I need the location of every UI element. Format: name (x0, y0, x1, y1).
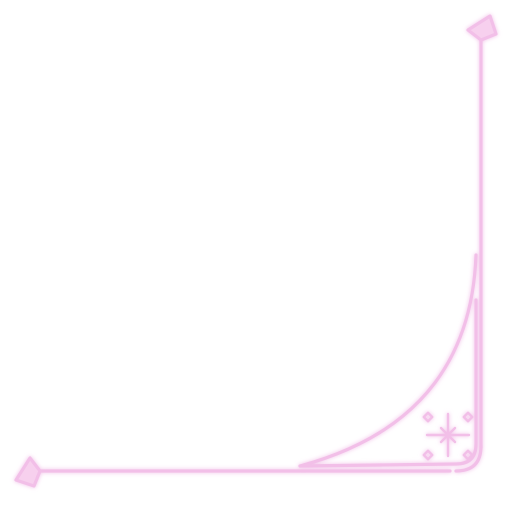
arrow-up-icon (466, 14, 498, 42)
rounded-corner-outer (454, 444, 483, 473)
sparkle-cross-icon (422, 411, 474, 461)
inner-curve-sweep (298, 253, 478, 468)
arrow-left-icon (14, 456, 42, 488)
rounded-corner-inner (298, 298, 478, 468)
